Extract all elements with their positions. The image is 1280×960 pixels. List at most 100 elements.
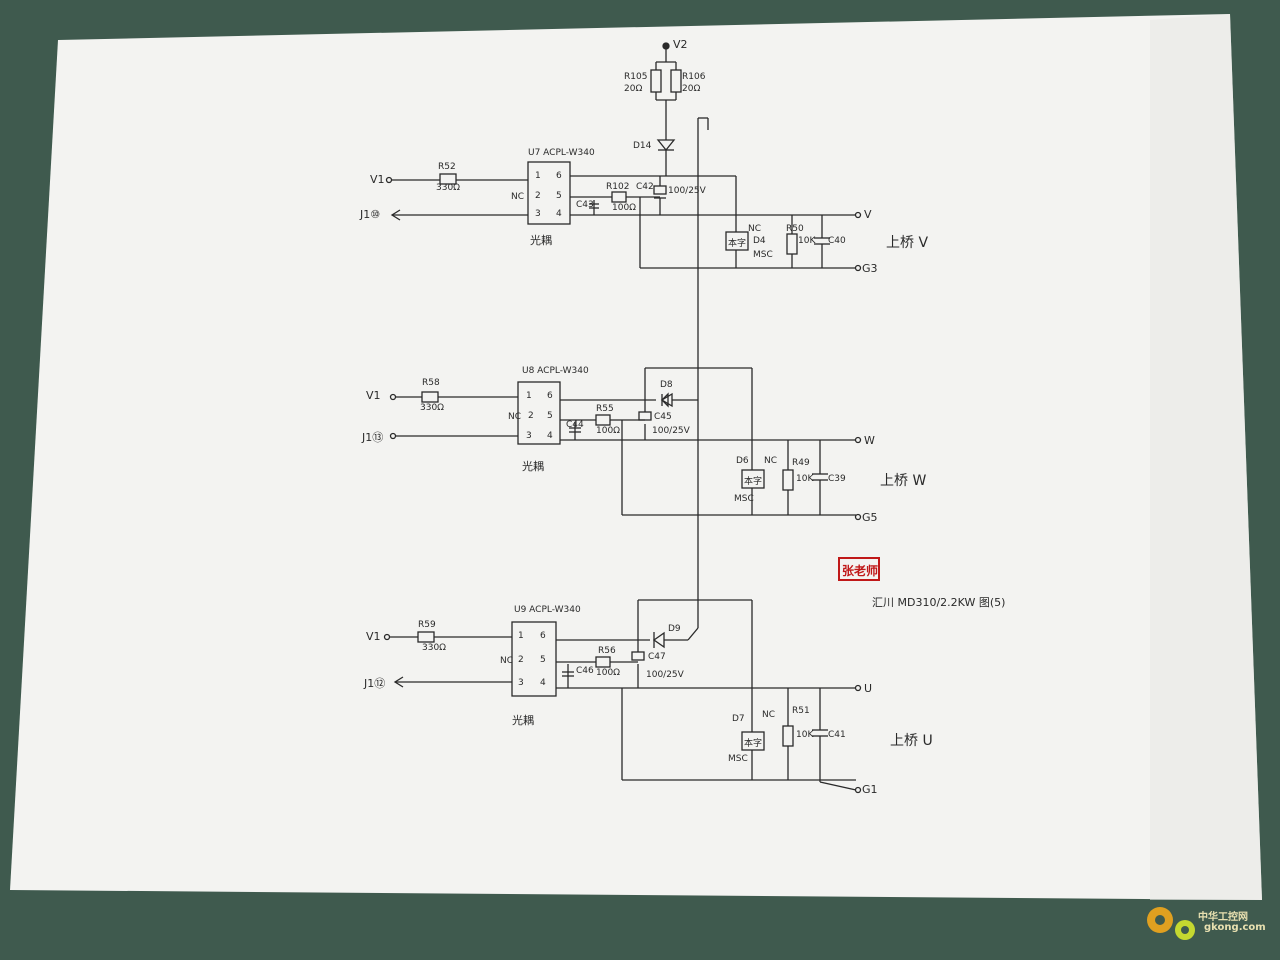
nc-label-u8: NC: [508, 412, 522, 422]
c42-capacitor: [653, 185, 667, 195]
u7-pin5: 5: [556, 191, 562, 201]
r49-value: 10K: [796, 474, 814, 484]
drawing-caption: 汇川 MD310/2.2KW 图(5): [872, 596, 1006, 609]
u8-label: U8 ACPL-W340: [522, 366, 589, 376]
r106-value: 20Ω: [682, 84, 701, 94]
c45-label: C45: [654, 412, 672, 422]
r105-value: 20Ω: [624, 84, 643, 94]
r59-value: 330Ω: [422, 643, 447, 653]
nc-label-d7: NC: [762, 710, 776, 720]
r52-value: 330Ω: [436, 183, 461, 193]
u9-pin6: 6: [540, 631, 546, 641]
r55-label: R55: [596, 404, 614, 414]
j1-10-label: J1⑩: [360, 208, 381, 221]
tvs-d6: [741, 469, 765, 489]
d8-label: D8: [660, 380, 673, 390]
u8-pin3: 3: [526, 431, 532, 441]
u8-pin5: 5: [547, 411, 553, 421]
u7-pin2: 2: [535, 191, 541, 201]
r51-value: 10K: [796, 730, 814, 740]
c46-label: C46: [576, 666, 594, 676]
u8-optocoupler: [517, 381, 561, 445]
r52-label: R52: [438, 162, 456, 172]
d7-body: 本字: [744, 739, 763, 749]
upper-bridge-w-title: 上桥 W: [880, 473, 927, 489]
r106-label: R106: [682, 72, 706, 82]
u7-opto-caption: 光耦: [530, 234, 552, 247]
c43-label: C43: [576, 200, 594, 210]
msc-label-u: MSC: [728, 754, 748, 764]
r50-label: R50: [786, 224, 804, 234]
r55-value: 100Ω: [596, 426, 621, 436]
u9-pin5: 5: [540, 655, 546, 665]
tvs-d4: [725, 231, 749, 251]
r50-value: 10K: [798, 236, 816, 246]
g3-terminal: G3: [862, 262, 878, 275]
r49-label: R49: [792, 458, 810, 468]
r105-label: R105: [624, 72, 648, 82]
u9-optocoupler: [511, 621, 557, 697]
u7-pin3: 3: [535, 209, 541, 219]
c47-label: C47: [648, 652, 666, 662]
nc-label-u7: NC: [511, 192, 525, 202]
u-output-terminal: U: [864, 682, 873, 695]
c41-label: C41: [828, 730, 846, 740]
v-output-terminal: V: [864, 208, 872, 221]
watermark-url: gkong.com: [1204, 922, 1266, 933]
u9-pin3: 3: [518, 678, 524, 688]
r56-value: 100Ω: [596, 668, 621, 678]
u7-pin4: 4: [556, 209, 562, 219]
c42-label: C42: [636, 182, 654, 192]
u9-label: U9 ACPL-W340: [514, 605, 581, 615]
c40-label: C40: [828, 236, 846, 246]
watermark-title: 中华工控网: [1198, 912, 1248, 923]
u7-optocoupler: [527, 161, 571, 225]
d7-label: D7: [732, 714, 745, 724]
v1-input-u: V1: [366, 630, 381, 643]
msc-label-v: MSC: [753, 250, 773, 260]
v1-input-w: V1: [366, 389, 381, 402]
u7-label: U7 ACPL-W340: [528, 148, 595, 158]
c44-label: C44: [566, 420, 584, 430]
upper-bridge-v-title: 上桥 V: [886, 235, 929, 251]
nc-label-u9: NC: [500, 656, 514, 666]
d4-label: D4: [753, 236, 766, 246]
u8-opto-caption: 光耦: [522, 460, 544, 473]
r51-label: R51: [792, 706, 810, 716]
u8-pin6: 6: [547, 391, 553, 401]
d14-diode: [656, 139, 676, 152]
j1-12-label: J1⑫: [364, 677, 386, 690]
r102-value: 100Ω: [612, 203, 637, 213]
w-output-terminal: W: [864, 434, 875, 447]
r56-label: R56: [598, 646, 616, 656]
seal-text: 张老师: [842, 564, 879, 578]
j1-13-label: J1⑬: [362, 431, 384, 444]
c39-label: C39: [828, 474, 846, 484]
d6-label: D6: [736, 456, 749, 466]
d9-label: D9: [668, 624, 681, 634]
r102-label: R102: [606, 182, 630, 192]
nc-label-d4: NC: [748, 224, 762, 234]
u8-pin2: 2: [528, 411, 534, 421]
r58-value: 330Ω: [420, 403, 445, 413]
c42-value: 100/25V: [668, 186, 706, 196]
u7-pin1: 1: [535, 171, 541, 181]
c45-capacitor: [638, 411, 652, 421]
u7-pin6: 6: [556, 171, 562, 181]
g5-terminal: G5: [862, 511, 878, 524]
u9-pin1: 1: [518, 631, 524, 641]
paper-sheet: [10, 14, 1262, 900]
seal-stamp: [838, 557, 880, 581]
g1-terminal: G1: [862, 783, 878, 796]
upper-bridge-u-title: 上桥 U: [890, 733, 933, 749]
v2-label: V2: [673, 38, 688, 51]
r52-resistor: [439, 173, 457, 185]
v1-input-v: V1: [370, 173, 385, 186]
d6-body: 本字: [744, 477, 763, 487]
c47-value: 100/25V: [646, 670, 684, 680]
nc-label-d6: NC: [764, 456, 778, 466]
d4-body: 本字: [728, 239, 747, 249]
c47-capacitor: [631, 651, 645, 661]
u9-pin2: 2: [518, 655, 524, 665]
